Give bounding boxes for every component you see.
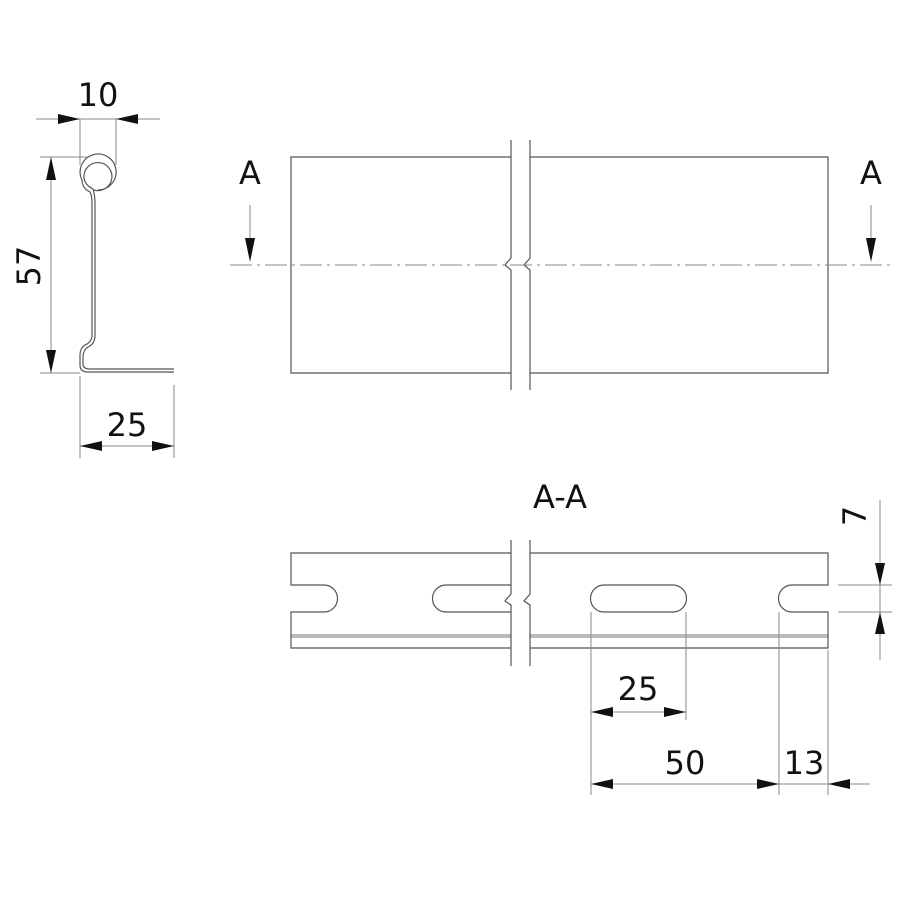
dim-text-pitch: 50 — [665, 744, 706, 782]
arrow — [80, 441, 102, 451]
arrow — [875, 612, 885, 634]
arrow — [757, 779, 779, 789]
section-view: A-A 25 50 13 7 — [290, 478, 892, 795]
dim-text-10: 10 — [78, 76, 119, 114]
section-title: A-A — [533, 478, 587, 516]
arrow — [116, 114, 138, 124]
rail-profile — [79, 153, 174, 373]
dim-text-edge: 13 — [784, 744, 825, 782]
section-mark-right: A — [860, 154, 882, 192]
profile-view: 10 57 25 — [10, 76, 175, 458]
rail-left-part — [290, 552, 511, 649]
slot — [589, 584, 688, 613]
rail-right-part — [530, 552, 829, 649]
arrow — [46, 157, 56, 180]
band — [530, 634, 828, 638]
arrow — [664, 707, 686, 717]
band — [291, 634, 511, 638]
dim-text-slot-length: 25 — [618, 670, 659, 708]
arrow — [591, 707, 613, 717]
arrow — [152, 441, 174, 451]
arrow — [245, 238, 255, 262]
top-view: A A — [230, 140, 890, 390]
arrow — [58, 114, 80, 124]
dim-text-57: 57 — [10, 246, 48, 287]
dim-text-slot-width: 7 — [836, 506, 874, 526]
arrow — [46, 350, 56, 373]
dim-text-25: 25 — [107, 406, 148, 444]
arrow — [591, 779, 613, 789]
arrow — [828, 779, 850, 789]
arrow — [866, 238, 876, 262]
section-mark-left: A — [239, 154, 261, 192]
break-lines — [504, 540, 531, 666]
arrow — [875, 563, 885, 585]
